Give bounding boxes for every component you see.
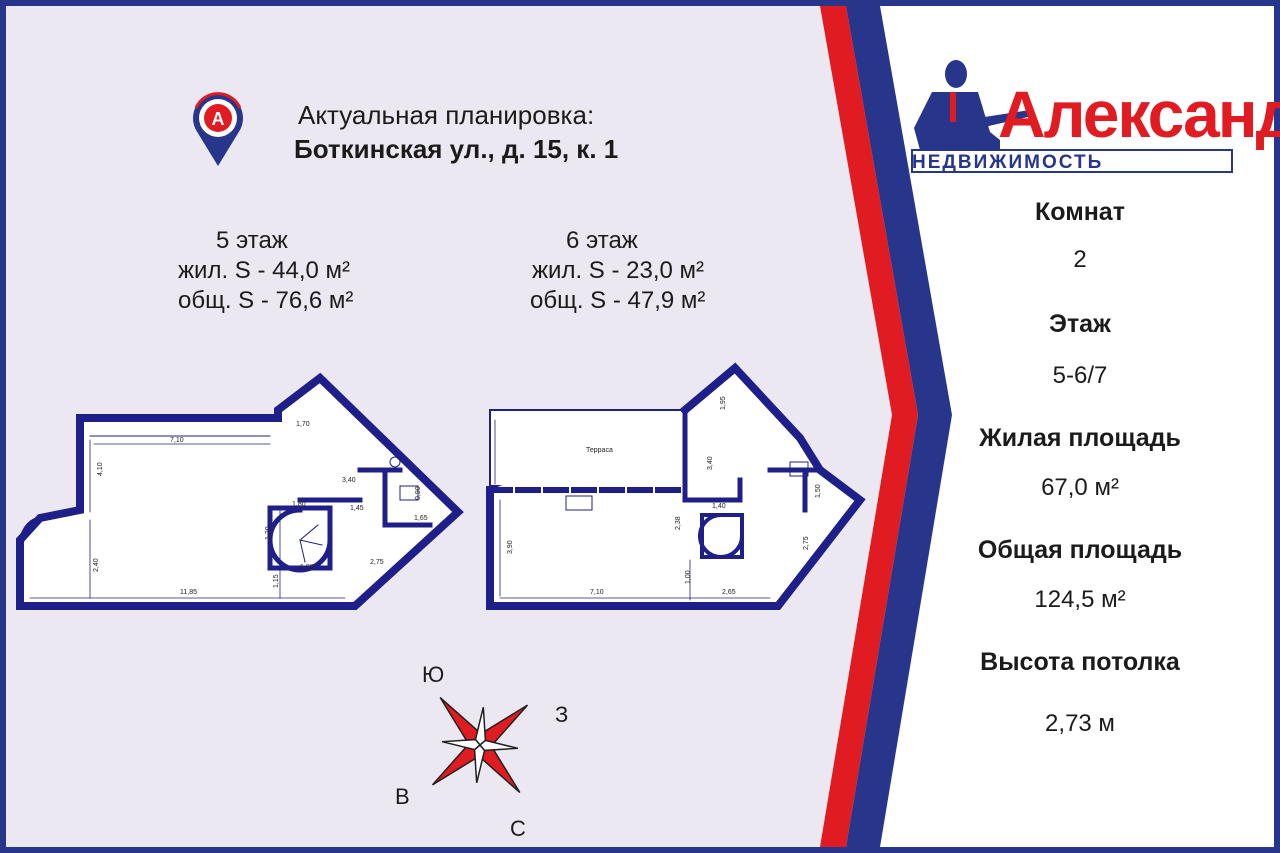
f5-dim-2: 1,70: [296, 421, 310, 428]
blue-chevron-stripe: [846, 6, 952, 847]
presenter-figure-icon: [914, 60, 1032, 150]
floor-value: 5-6/7: [900, 362, 1260, 390]
f6-dim-5: 1,00: [685, 570, 692, 584]
plan-heading: Актуальная планировка:: [298, 100, 595, 130]
f5-dim-10: 1,45: [350, 505, 364, 512]
f5-dim-11: 2,75: [370, 559, 384, 566]
svg-text:A: A: [212, 109, 225, 129]
floor-6-dimensions: Терраса 3,90 2,38 7,10 1,00 2,65 1,40 2,…: [507, 396, 822, 596]
f6-dim-6: 2,65: [722, 589, 736, 596]
f5-dim-8: 1,80: [300, 564, 314, 571]
ceiling-height-value-text: 2,73 м: [1045, 710, 1115, 737]
f5-dim-9: 3,40: [342, 477, 356, 484]
total-area-label: Общая площадь: [900, 536, 1260, 565]
compass-south-label: Ю: [422, 662, 445, 687]
rooms-label: Комнат: [900, 198, 1260, 227]
floor-5-living-area: жил. S - 44,0 м²: [178, 257, 351, 284]
total-area-value-text: 124,5 м²: [1034, 586, 1126, 613]
floor-5-dimensions: 7,10 1,70 4,10 2,40 11,85 1,80 1,15 1,80…: [93, 421, 428, 596]
f5-dim-14: 0,90: [415, 486, 422, 500]
living-area-value-text: 67,0 м²: [1041, 474, 1119, 501]
total-area-value: 124,5 м²: [900, 586, 1260, 614]
f6-dim-11: 3,40: [707, 456, 714, 470]
floor-5-total-area: общ. S - 76,6 м²: [178, 287, 354, 314]
ceiling-height-label-text: Высота потолка: [980, 648, 1180, 676]
floor-label: Этаж: [900, 310, 1260, 339]
f6-dim-3: 2,38: [675, 516, 682, 530]
floor-6-title: 6 этаж: [566, 227, 638, 254]
f6-dim-9: 1,50: [815, 484, 822, 498]
floor-6-living-area: жил. S - 23,0 м²: [532, 257, 705, 284]
brand-logo-name: Александр: [998, 77, 1280, 151]
red-chevron-stripe: [820, 6, 918, 847]
living-area-label: Жилая площадь: [900, 424, 1260, 453]
rooms-value-text: 2: [1073, 246, 1087, 273]
floor-6-total-area: общ. S - 47,9 м²: [530, 287, 706, 314]
f6-dim-4: 7,10: [590, 589, 604, 596]
rooms-value: 2: [900, 246, 1260, 274]
compass-east-label: В: [395, 784, 410, 809]
location-pin-icon: A: [192, 92, 243, 166]
compass-west-label: З: [555, 702, 569, 727]
plan-panel: [6, 6, 892, 847]
f5-dim-3: 4,10: [97, 462, 104, 476]
f5-dim-7: 1,15: [273, 574, 280, 588]
f5-dim-6: 1,80: [292, 501, 306, 508]
logo-subtitle-box: [911, 149, 1233, 173]
compass-rose-icon: [431, 696, 529, 794]
plan-address: Боткинская ул., д. 15, к. 1: [294, 134, 619, 164]
compass-north-label: С: [510, 816, 526, 841]
f5-dim-12: 1,20: [265, 526, 272, 540]
f6-dim-8: 2,75: [803, 536, 810, 550]
ceiling-height-label: Высота потолка: [900, 648, 1260, 677]
total-area-label-text: Общая площадь: [977, 536, 1183, 564]
living-area-value: 67,0 м²: [900, 474, 1260, 502]
f5-dim-4: 2,40: [93, 558, 100, 572]
f5-dim-13: 1,65: [414, 515, 428, 522]
f6-dim-7: 1,40: [712, 503, 726, 510]
f5-dim-5: 11,85: [180, 589, 197, 596]
floor-5-title: 5 этаж: [216, 227, 288, 254]
f6-dim-2: 3,90: [507, 540, 514, 554]
brand-logo-subtitle: НЕДВИЖИМОСТЬ: [912, 152, 1104, 173]
f5-dim-1: 7,10: [170, 437, 184, 444]
ceiling-height-value: 2,73 м: [900, 710, 1260, 738]
floor-value-text: 5-6/7: [1052, 362, 1108, 389]
rooms-label-text: Комнат: [1035, 198, 1125, 226]
floor-5-plan: [16, 372, 464, 610]
f6-dim-1: Терраса: [586, 447, 613, 454]
floor-label-text: Этаж: [1049, 310, 1111, 338]
floor-6-plan: [486, 362, 866, 610]
f6-dim-10: 1,95: [720, 396, 727, 410]
living-area-label-text: Жилая площадь: [979, 424, 1181, 452]
